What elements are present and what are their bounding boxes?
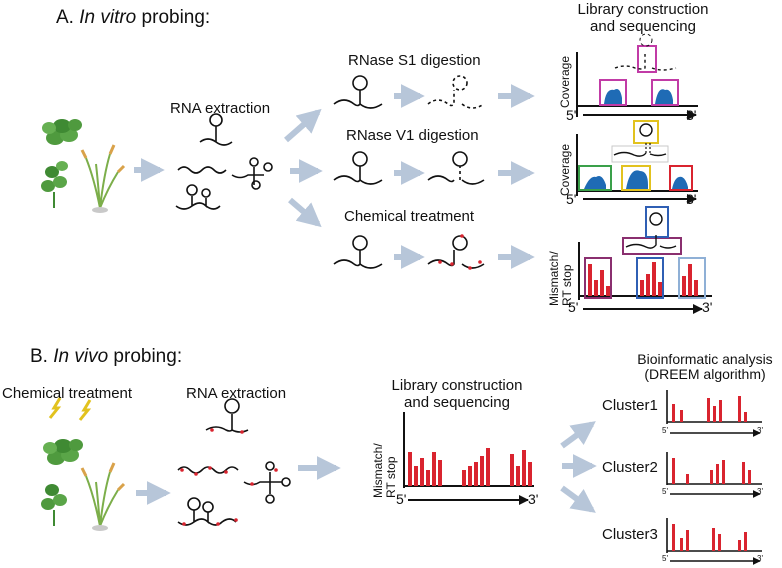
coverage-plot-s1	[576, 33, 698, 120]
coverage-axis-label-2: Coverage	[558, 143, 572, 196]
cluster3-label: Cluster3	[602, 526, 658, 543]
section-b-title: B. In vivo probing:	[30, 346, 183, 368]
arrow-to-chemical	[288, 197, 322, 228]
rna-extraction-label-a: RNA extraction	[170, 100, 271, 117]
cluster3-three-prime: 3'	[757, 554, 763, 563]
three-prime-1: 3'	[686, 107, 697, 123]
five-prime-1: 5'	[566, 107, 577, 123]
section-a-suffix: probing:	[136, 7, 211, 28]
cluster2-three-prime: 3'	[757, 487, 763, 496]
cluster1-plot	[666, 390, 762, 437]
section-a-title: A. In vitro probing:	[56, 7, 211, 29]
chemical-treatment-label-b: Chemical treatment	[2, 385, 133, 402]
chemical-treatment-label-a: Chemical treatment	[344, 208, 475, 225]
mismatch-plot-b	[403, 412, 534, 505]
chem-marks-a	[438, 234, 482, 270]
three-prime-2: 3'	[686, 191, 697, 207]
coverage-plot-v1	[576, 120, 698, 204]
library-label-b-line1: Library construction	[391, 377, 523, 394]
rnase-v1-label: RNase V1 digestion	[346, 127, 479, 144]
bioinformatic-label: Bioinformatic analysis (DREEM algorithm)	[630, 351, 780, 383]
library-label-a-line1: Library construction	[577, 1, 709, 18]
bioinformatic-line2: (DREEM algorithm)	[644, 366, 766, 383]
chem-marks-b	[180, 428, 278, 526]
plant-group-b	[41, 397, 126, 531]
rna-shapes-a	[175, 113, 273, 210]
mismatch-axis-label-a: Mismatch/ RT stop	[547, 251, 575, 306]
library-label-a-line2: and sequencing	[590, 17, 696, 35]
rna-shapes-b	[177, 398, 291, 526]
section-a-italic: In vitro	[79, 7, 137, 28]
section-a-prefix: A.	[56, 7, 80, 28]
five-prime-3: 5'	[568, 299, 579, 315]
cluster3-plot	[666, 518, 762, 565]
cluster2-five-prime: 5'	[662, 487, 668, 496]
rna-extraction-label-b: RNA extraction	[186, 385, 287, 402]
mismatch-axis-label-b: Mismatch/ RT stop	[371, 443, 399, 498]
library-label-b: Library construction and sequencing	[382, 377, 532, 411]
chem-row-shapes	[333, 235, 485, 269]
s1-row-shapes	[333, 75, 485, 109]
cluster1-label: Cluster1	[602, 397, 658, 414]
arrow-to-cluster3	[560, 485, 596, 513]
cluster2-label: Cluster2	[602, 459, 658, 476]
bioinformatic-line1: Bioinformatic analysis	[637, 351, 773, 367]
v1-row-shapes	[333, 151, 485, 185]
arrow-to-s1	[284, 108, 322, 143]
library-label-a: Library construction and sequencing	[568, 1, 718, 35]
cluster1-three-prime: 3'	[757, 426, 763, 435]
five-prime-2: 5'	[566, 191, 577, 207]
rnase-s1-label: RNase S1 digestion	[348, 52, 481, 69]
cluster1-five-prime: 5'	[662, 426, 668, 435]
cluster2-plot	[666, 452, 762, 498]
three-prime-3: 3'	[702, 299, 713, 315]
plant-group-a	[41, 119, 126, 213]
mismatch-plot-a	[578, 206, 712, 314]
mismatch-a-line2: RT stop	[560, 264, 575, 306]
arrow-to-cluster1	[560, 421, 596, 449]
section-b-prefix: B.	[30, 346, 54, 367]
library-label-b-line2: and sequencing	[404, 393, 510, 411]
mismatch-b-line2: RT stop	[384, 456, 399, 498]
cluster3-five-prime: 5'	[662, 554, 668, 563]
section-b-suffix: probing:	[108, 346, 183, 367]
three-prime-b: 3'	[528, 491, 539, 507]
five-prime-b: 5'	[396, 491, 407, 507]
coverage-axis-label-1: Coverage	[558, 55, 572, 108]
section-b-italic: In vivo	[53, 346, 109, 367]
